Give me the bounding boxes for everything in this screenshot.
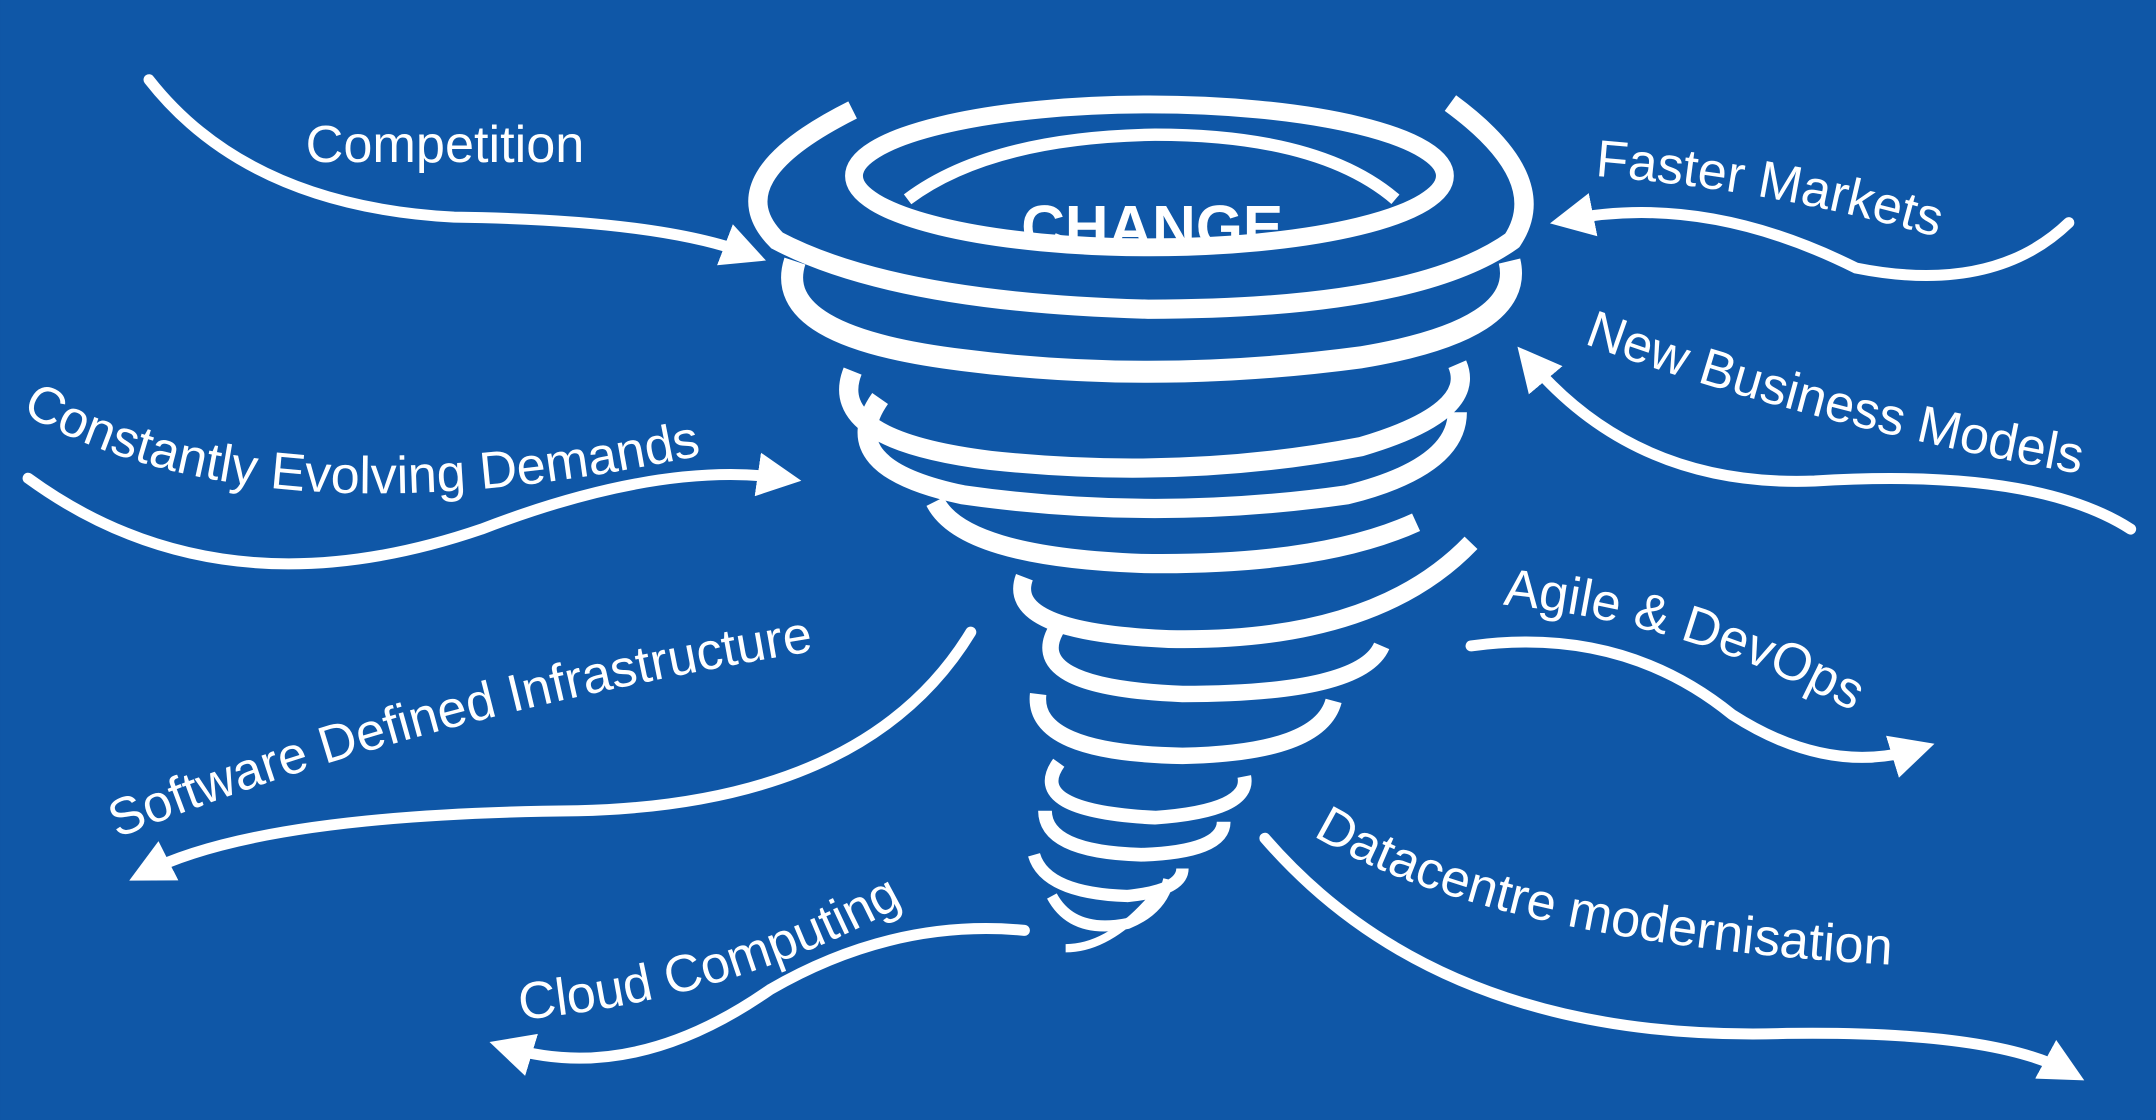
arrow-swooshes [22,74,2137,1081]
tornado-graphic [748,95,1534,953]
label-competition: Competition [306,116,585,174]
center-title: CHANGE [1021,192,1283,260]
